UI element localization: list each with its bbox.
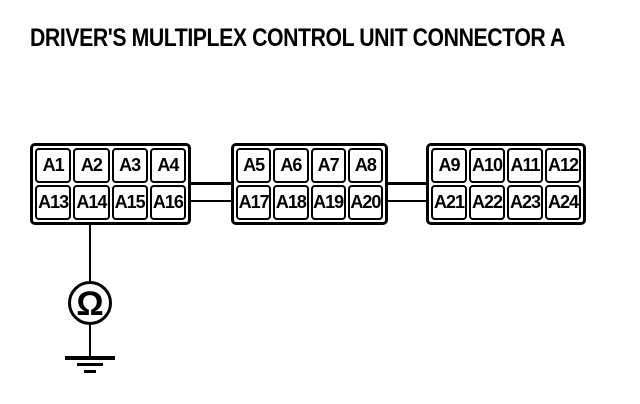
pin-A1: A1: [35, 148, 72, 183]
pin-A7: A7: [310, 148, 346, 183]
pin-A20: A20: [347, 185, 383, 220]
pin-A23: A23: [507, 185, 543, 220]
ohmmeter-icon: Ω: [68, 281, 112, 325]
pin-A10: A10: [469, 148, 505, 183]
pin-A24: A24: [545, 185, 581, 220]
ground-icon: [84, 370, 96, 373]
ground-icon: [65, 356, 115, 360]
pin-A2: A2: [73, 148, 110, 183]
pin-A6: A6: [273, 148, 309, 183]
pin-A21: A21: [431, 185, 467, 220]
block1-block2-lower-wire: [190, 200, 233, 202]
pin-A8: A8: [347, 148, 383, 183]
pin-A11: A11: [507, 148, 543, 183]
pin-A3: A3: [111, 148, 148, 183]
pin-A15: A15: [111, 185, 148, 220]
connector-block-2: A5 A6 A7 A8 A17 A18 A19 A20: [231, 143, 388, 225]
block1-block2-upper-wire: [189, 182, 233, 185]
ground-icon: [77, 363, 103, 366]
pin-A5: A5: [236, 148, 272, 183]
a14-ground-wire-lower: [89, 324, 91, 357]
pin-A17: A17: [236, 185, 272, 220]
pin-A19: A19: [310, 185, 346, 220]
pin-A13: A13: [35, 185, 72, 220]
block2-block3-lower-wire: [387, 200, 428, 202]
pin-A16: A16: [149, 185, 186, 220]
pin-A12: A12: [545, 148, 581, 183]
block2-block3-upper-wire: [386, 182, 428, 185]
connector-block-3: A9 A10 A11 A12 A21 A22 A23 A24: [426, 143, 586, 225]
connector-block-1: A1 A2 A3 A4 A13 A14 A15 A16: [30, 143, 191, 225]
pin-A14: A14: [73, 185, 110, 220]
omega-symbol: Ω: [76, 285, 104, 323]
pin-A4: A4: [149, 148, 186, 183]
pin-A18: A18: [273, 185, 309, 220]
diagram-title: DRIVER'S MULTIPLEX CONTROL UNIT CONNECTO…: [30, 24, 565, 52]
pin-A9: A9: [431, 148, 467, 183]
pin-A22: A22: [469, 185, 505, 220]
a14-ground-wire-upper: [89, 224, 91, 283]
